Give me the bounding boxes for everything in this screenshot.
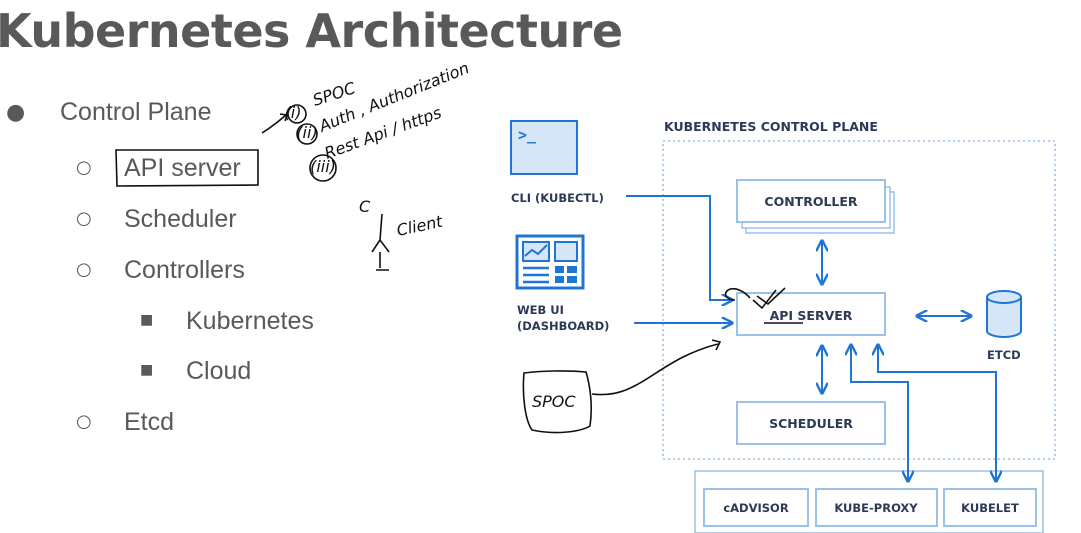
bullet-circle: ○ (76, 259, 92, 280)
outline-cloud: Cloud (186, 357, 252, 385)
hand-arrow (261, 114, 287, 134)
outline-controllers: Controllers (124, 256, 245, 284)
hand-checkmark (752, 289, 777, 310)
kubelet-label: KUBELET (961, 501, 1019, 515)
etcd-label: ETCD (987, 348, 1021, 362)
hand-client-letter: C (359, 197, 371, 216)
outline-control-plane: Control Plane (60, 98, 212, 126)
outline-etcd: Etcd (124, 408, 175, 436)
outline-scheduler: Scheduler (124, 205, 237, 233)
hand-spoc-box-label: SPOC (532, 392, 576, 411)
api-kubelet-arrow (878, 346, 996, 480)
cadvisor-label: cADVISOR (723, 501, 789, 515)
handwritten-annotations (115, 104, 803, 434)
outline-kubernetes: Kubernetes (186, 307, 314, 335)
control-plane-label: KUBERNETES CONTROL PLANE (664, 119, 878, 134)
cli-label: CLI (KUBECTL) (511, 191, 604, 205)
controller-box: CONTROLLER (736, 179, 895, 234)
hand-num-ii: (ii) (296, 123, 317, 142)
scheduler-box: SCHEDULER (736, 401, 886, 445)
hand-spoc-box (522, 370, 593, 434)
dashboard-icon (515, 234, 585, 290)
scheduler-label: SCHEDULER (769, 416, 853, 431)
hand-client-note: Client (395, 212, 445, 240)
bullet-square: ■ (140, 312, 154, 328)
hand-box-api-server (115, 149, 259, 187)
controller-label: CONTROLLER (764, 194, 858, 209)
web-ui-label: WEB UI (517, 303, 564, 317)
database-icon (986, 290, 1022, 338)
terminal-icon: >_ (510, 120, 578, 175)
kube-proxy-box: KUBE-PROXY (815, 488, 938, 527)
cli-arrow (626, 195, 731, 300)
hand-spoc-curve (591, 343, 719, 396)
hand-client-sketch (371, 213, 390, 271)
hand-checkmark-2 (756, 287, 786, 306)
hand-spoc-arrowhead (711, 339, 722, 351)
bullet-dot: ● (6, 100, 26, 125)
cadvisor-box: cADVISOR (703, 488, 809, 527)
bullet-circle: ○ (76, 157, 92, 178)
hand-arrow-head (279, 113, 289, 122)
web-ui-label-2: (DASHBOARD) (517, 319, 609, 333)
kubelet-box: KUBELET (943, 488, 1037, 527)
kube-proxy-label: KUBE-PROXY (834, 501, 918, 515)
hand-num-i: (i) (285, 103, 302, 122)
hand-loop (724, 287, 751, 301)
bullet-square: ■ (140, 362, 154, 378)
terminal-prompt: >_ (518, 126, 537, 144)
slide-title: Kubernetes Architecture (0, 4, 623, 58)
bullet-circle: ○ (76, 411, 92, 432)
api-server-box: API SERVER (736, 292, 886, 336)
hand-num-iii: (iii) (310, 157, 336, 176)
outline-api-server: API server (124, 154, 241, 182)
bullet-circle: ○ (76, 208, 92, 229)
api-server-label: API SERVER (770, 308, 853, 323)
